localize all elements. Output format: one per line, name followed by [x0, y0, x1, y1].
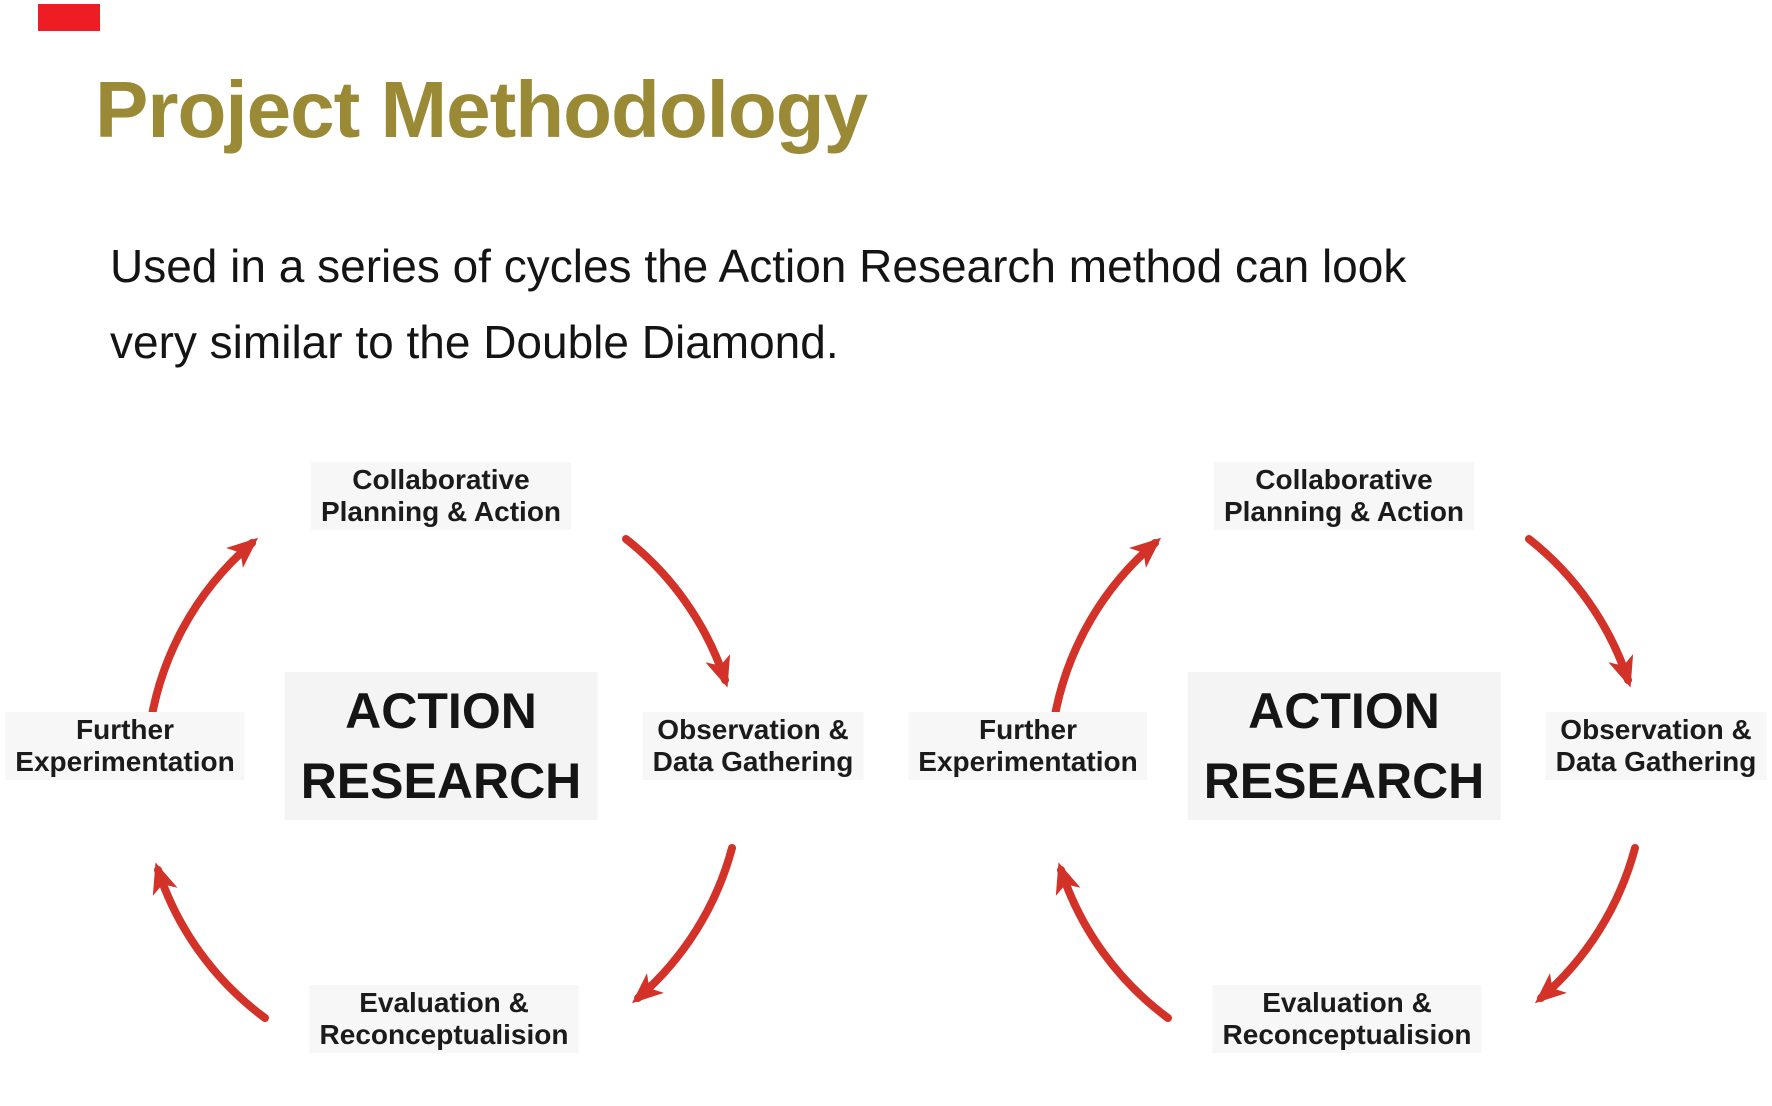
- node-line: Further: [75, 714, 174, 745]
- arrow-top-to-right-icon: [622, 535, 731, 688]
- node-evaluation-reconceptualision: Evaluation & Reconceptualision: [309, 985, 579, 1053]
- arrow-right-to-bottom-icon: [1534, 844, 1639, 1004]
- center-line: RESEARCH: [1203, 753, 1485, 809]
- node-line: Collaborative: [1255, 464, 1433, 495]
- arrow-right-to-bottom-icon: [631, 844, 736, 1004]
- body-line-1: Used in a series of cycles the Action Re…: [110, 240, 1407, 292]
- node-line: Reconceptualision: [319, 1019, 569, 1050]
- slide-title: Project Methodology: [95, 65, 868, 154]
- body-line-2: very similar to the Double Diamond.: [110, 316, 839, 368]
- node-further-experimentation: Further Experimentation: [908, 712, 1148, 780]
- node-observation-data: Observation & Data Gathering: [642, 712, 864, 780]
- arrow-left-to-top-icon: [145, 537, 259, 738]
- node-line: Observation &: [1560, 714, 1752, 745]
- node-line: Experimentation: [918, 746, 1138, 777]
- node-line: Planning & Action: [1223, 496, 1465, 527]
- node-line: Observation &: [657, 714, 849, 745]
- node-line: Reconceptualision: [1222, 1019, 1472, 1050]
- arrow-bottom-to-left-icon: [1055, 862, 1172, 1022]
- node-further-experimentation: Further Experimentation: [5, 712, 245, 780]
- center-line: ACTION: [345, 683, 537, 739]
- node-line: Evaluation &: [1262, 987, 1432, 1018]
- arrow-bottom-to-left-icon: [152, 862, 269, 1022]
- cycle-center-title: ACTION RESEARCH: [1187, 672, 1501, 820]
- node-line: Planning & Action: [320, 496, 562, 527]
- node-collaborative-planning: Collaborative Planning & Action: [1213, 462, 1475, 530]
- red-marker-rect: [38, 4, 100, 31]
- cycle-center-title: ACTION RESEARCH: [284, 672, 598, 820]
- slide-body: Used in a series of cycles the Action Re…: [110, 228, 1406, 380]
- node-line: Data Gathering: [1555, 746, 1757, 777]
- node-line: Data Gathering: [652, 746, 854, 777]
- node-evaluation-reconceptualision: Evaluation & Reconceptualision: [1212, 985, 1482, 1053]
- center-line: RESEARCH: [300, 753, 582, 809]
- node-line: Further: [978, 714, 1077, 745]
- arrow-left-to-top-icon: [1048, 537, 1162, 738]
- node-collaborative-planning: Collaborative Planning & Action: [310, 462, 572, 530]
- center-line: ACTION: [1248, 683, 1440, 739]
- arrow-top-to-right-icon: [1525, 535, 1634, 688]
- node-line: Evaluation &: [359, 987, 529, 1018]
- node-observation-data: Observation & Data Gathering: [1545, 712, 1767, 780]
- node-line: Collaborative: [352, 464, 530, 495]
- node-line: Experimentation: [15, 746, 235, 777]
